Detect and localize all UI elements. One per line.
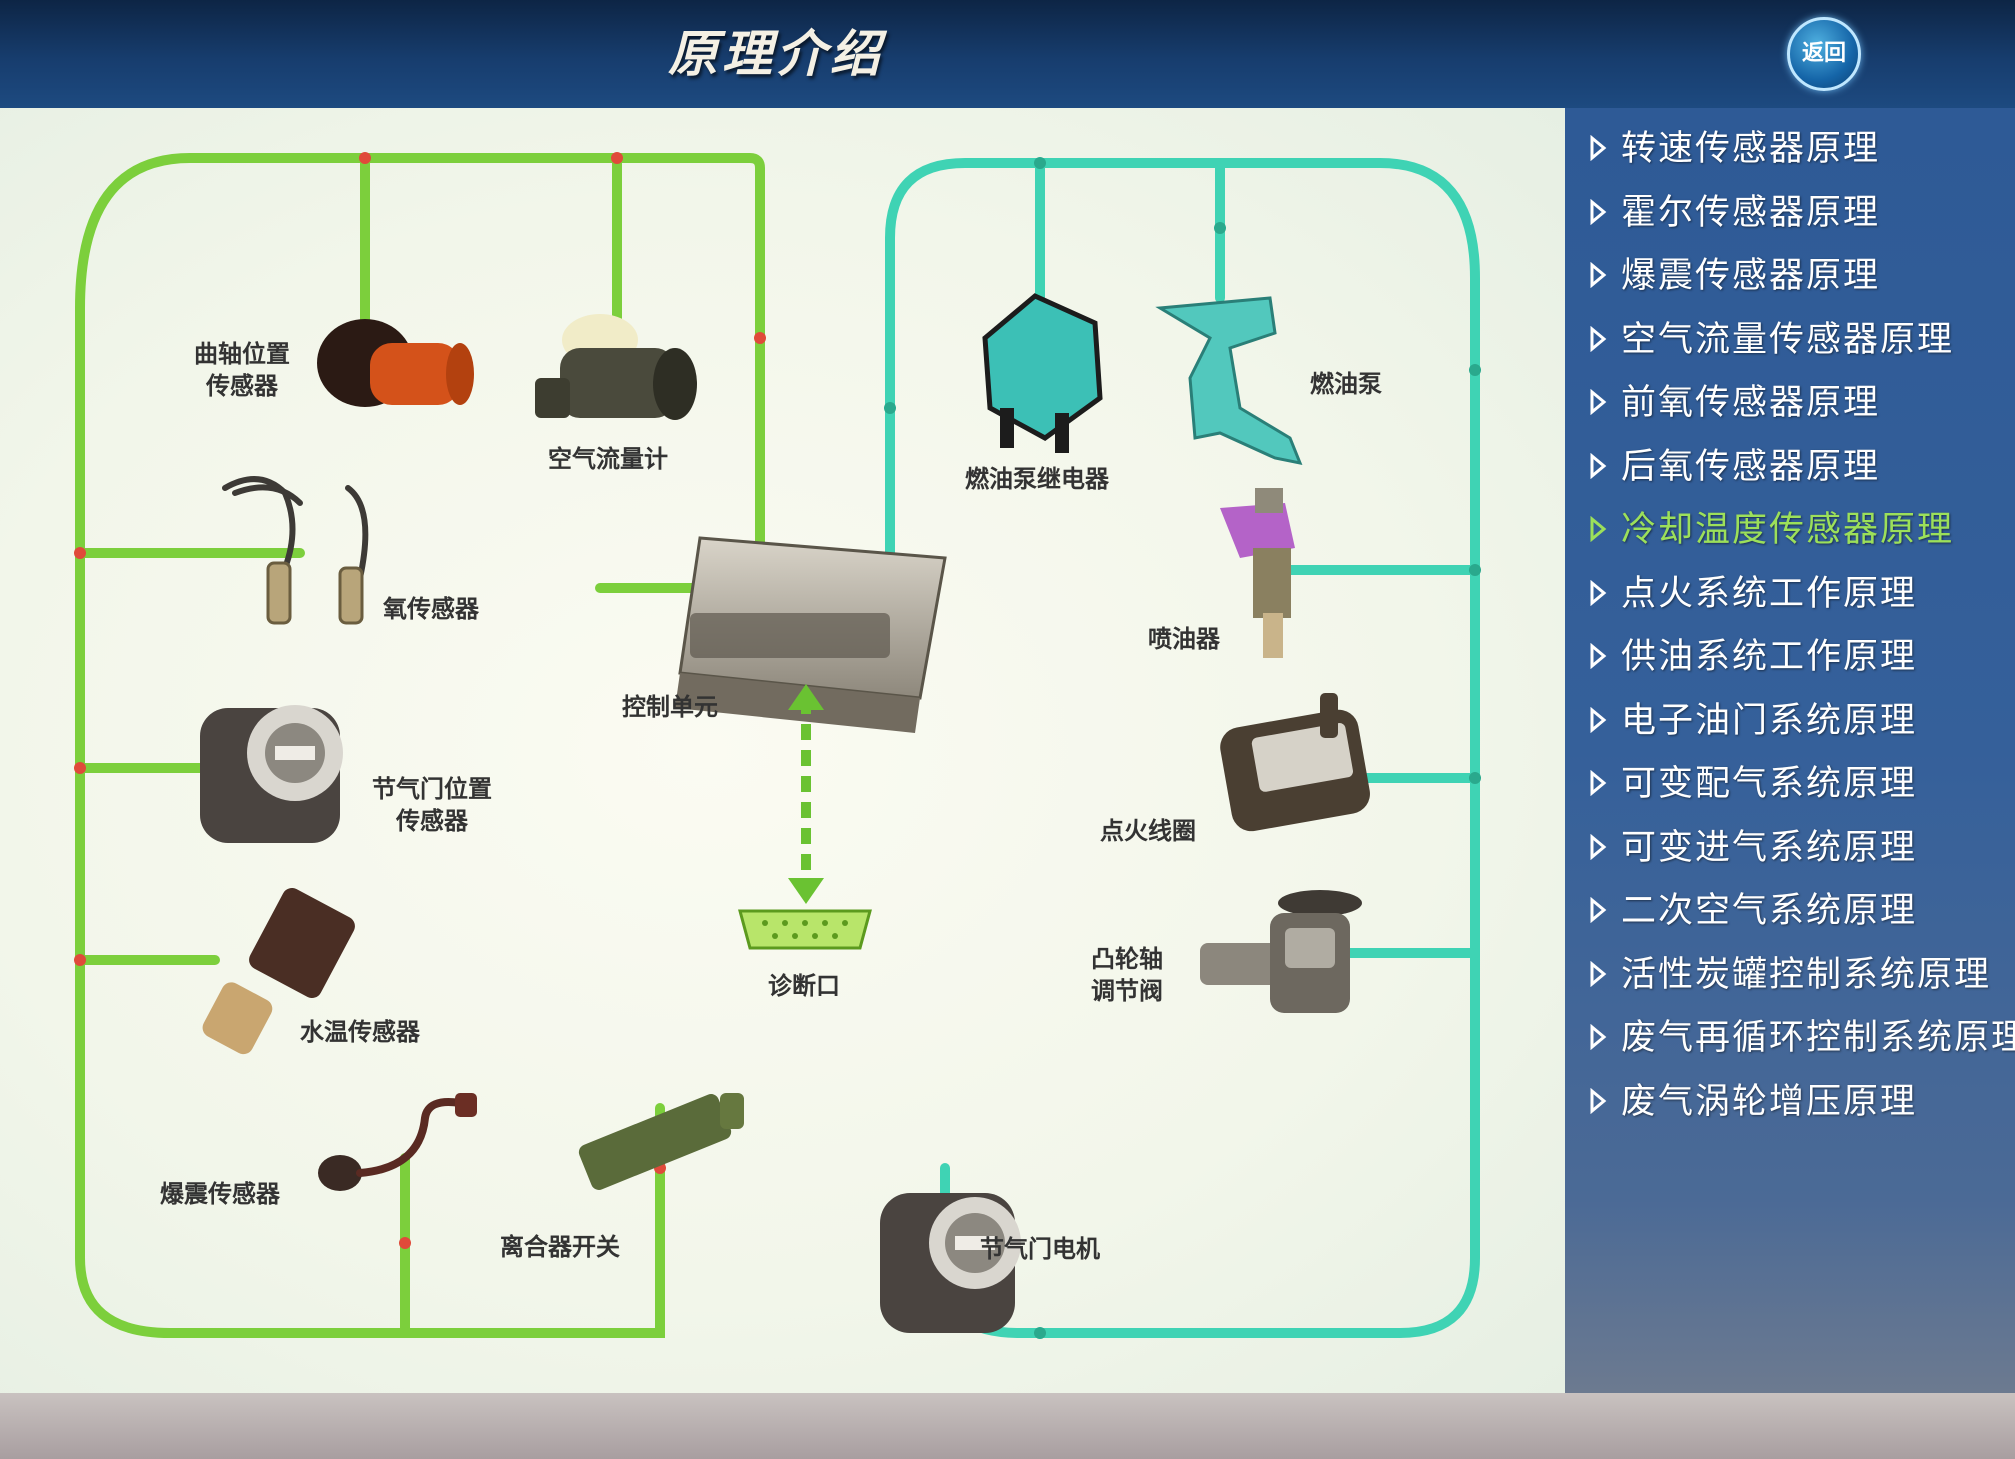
play-triangle-icon (1590, 452, 1607, 479)
water-temp-sensor-image (202, 888, 355, 1055)
menu-item[interactable]: 冷却温度传感器原理 (1565, 501, 2015, 559)
menu-item[interactable]: 霍尔传感器原理 (1565, 184, 2015, 242)
crank-sensor-image (317, 319, 474, 407)
diagnostic-link (738, 684, 872, 950)
menu-item[interactable]: 转速传感器原理 (1565, 120, 2015, 178)
menu-item-label: 点火系统工作原理 (1621, 573, 1918, 614)
menu-item-label: 前氧传感器原理 (1621, 383, 1881, 423)
menu-item[interactable]: 废气再循环控制系统原理 (1565, 1009, 2015, 1067)
fuel-pump-relay-image (982, 293, 1103, 453)
menu-item[interactable]: 爆震传感器原理 (1565, 247, 2015, 305)
play-triangle-icon (1590, 1087, 1607, 1114)
throttle-position-label-line1: 节气门位置 (372, 774, 492, 803)
knock-sensor-label: 爆震传感器 (160, 1179, 280, 1208)
menu-item-label: 供油系统工作原理 (1621, 637, 1918, 677)
fuel-pump-image (1155, 296, 1303, 466)
play-triangle-icon (1590, 833, 1607, 860)
throttle-motor-image (880, 1193, 1021, 1333)
play-triangle-icon (1590, 643, 1607, 669)
throttle-position-label-line2: 传感器 (396, 806, 468, 835)
play-triangle-icon (1590, 516, 1607, 542)
output-wiring (885, 158, 1480, 1338)
water-temp-sensor-label: 水温传感器 (300, 1017, 420, 1046)
play-triangle-icon (1590, 325, 1607, 352)
menu-item-label: 后氧传感器原理 (1621, 446, 1881, 487)
throttle-motor-label: 节气门电机 (980, 1234, 1100, 1263)
diagram-panel: 曲轴位置 传感器 空气流量计 氧传感器 节气门位置 传感器 水温传感器 爆震传感… (0, 108, 1565, 1393)
clutch-switch-label: 离合器开关 (500, 1232, 620, 1261)
airflow-meter-image (535, 314, 697, 420)
crank-sensor-label-line1: 曲轴位置 (194, 339, 290, 368)
menu-item[interactable]: 二次空气系统原理 (1565, 882, 2015, 940)
fuel-pump-label: 燃油泵 (1310, 369, 1382, 398)
ignition-coil-label: 点火线圈 (1100, 816, 1196, 845)
play-triangle-icon (1590, 389, 1607, 415)
ignition-coil-image (1220, 693, 1370, 832)
menu-item-label: 活性炭罐控制系统原理 (1621, 954, 1992, 995)
airflow-meter-label: 空气流量计 (548, 444, 668, 473)
play-triangle-icon (1590, 897, 1607, 923)
play-triangle-icon (1590, 1024, 1607, 1050)
diagnostic-port-label: 诊断口 (768, 971, 840, 1000)
throttle-position-image (200, 705, 343, 843)
page-title: 原理介绍 (668, 25, 884, 83)
menu-item[interactable]: 活性炭罐控制系统原理 (1565, 946, 2015, 1004)
menu-item-label: 空气流量传感器原理 (1621, 319, 1955, 360)
throttle-position-label: 节气门位置 传感器 (362, 773, 502, 837)
back-button[interactable]: 返回 (1787, 17, 1861, 91)
play-triangle-icon (1590, 706, 1607, 733)
oxygen-sensor-image (222, 476, 369, 625)
injector-label: 喷油器 (1148, 624, 1220, 653)
menu-item[interactable]: 后氧传感器原理 (1565, 438, 2015, 496)
menu-item[interactable]: 可变进气系统原理 (1565, 819, 2015, 877)
menu-item-label: 转速传感器原理 (1621, 129, 1881, 169)
menu-item-label: 可变进气系统原理 (1621, 827, 1918, 868)
bottom-frame (0, 1393, 2015, 1459)
crank-sensor-label: 曲轴位置 传感器 (182, 338, 302, 402)
menu-item-label: 爆震传感器原理 (1621, 256, 1881, 296)
header-bar: 原理介绍 返回 (0, 0, 2015, 108)
menu-item-label: 可变配气系统原理 (1621, 764, 1918, 804)
menu-item[interactable]: 电子油门系统原理 (1565, 692, 2015, 750)
menu-item[interactable]: 可变配气系统原理 (1565, 755, 2015, 813)
crank-sensor-label-line2: 传感器 (206, 371, 278, 400)
play-triangle-icon (1590, 770, 1607, 796)
menu-item-label: 冷却温度传感器原理 (1621, 510, 1955, 550)
control-unit-label: 控制单元 (622, 692, 718, 721)
menu-item[interactable]: 前氧传感器原理 (1565, 374, 2015, 432)
menu-item[interactable]: 空气流量传感器原理 (1565, 311, 2015, 369)
play-triangle-icon (1590, 960, 1607, 987)
fuel-pump-relay-label: 燃油泵继电器 (965, 464, 1109, 493)
camshaft-valve-image (1200, 890, 1362, 1013)
input-wiring (75, 153, 765, 1338)
principle-menu: 转速传感器原理霍尔传感器原理爆震传感器原理空气流量传感器原理前氧传感器原理后氧传… (1565, 108, 2015, 1393)
menu-item-label: 废气涡轮增压原理 (1621, 1081, 1918, 1122)
clutch-switch-image (578, 1093, 744, 1190)
play-triangle-icon (1590, 262, 1607, 288)
menu-item-label: 二次空气系统原理 (1621, 891, 1918, 931)
menu-item-label: 电子油门系统原理 (1621, 700, 1918, 741)
camshaft-valve-label-line2: 调节阀 (1091, 976, 1163, 1005)
play-triangle-icon (1590, 579, 1607, 606)
wiring-diagram (74, 152, 1481, 1339)
injector-image (1220, 488, 1295, 658)
menu-item[interactable]: 废气涡轮增压原理 (1565, 1073, 2015, 1131)
menu-item[interactable]: 供油系统工作原理 (1565, 628, 2015, 686)
connection-dots (74, 152, 766, 1249)
knock-sensor-image (318, 1093, 477, 1191)
camshaft-valve-label-line1: 凸轮轴 (1091, 944, 1163, 973)
menu-item-label: 霍尔传感器原理 (1621, 192, 1881, 233)
menu-item[interactable]: 点火系统工作原理 (1565, 565, 2015, 623)
oxygen-sensor-label: 氧传感器 (383, 594, 479, 623)
menu-item-label: 废气再循环控制系统原理 (1621, 1018, 2015, 1058)
play-triangle-icon (1590, 135, 1607, 161)
camshaft-valve-label: 凸轮轴 调节阀 (1082, 943, 1172, 1007)
play-triangle-icon (1590, 198, 1607, 225)
